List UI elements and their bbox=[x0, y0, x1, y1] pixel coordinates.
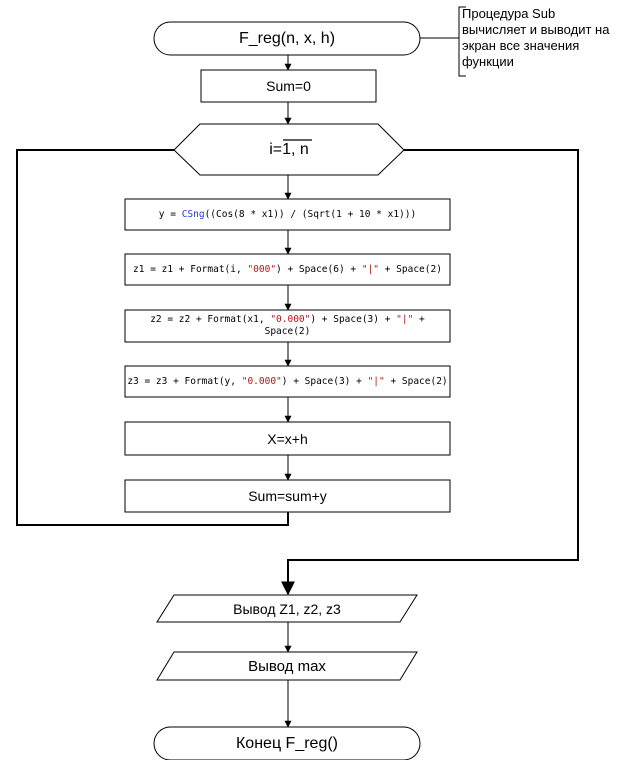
loop-range: 1, n bbox=[282, 140, 309, 158]
loop-prefix: i= bbox=[269, 140, 283, 158]
output-max-parallelogram bbox=[156, 651, 418, 681]
annotation-note: Процедура Sub вычисляет и выводит на экр… bbox=[462, 6, 610, 69]
start-label: F_reg(n, x, h) bbox=[238, 29, 336, 47]
loop-exit-line bbox=[281, 149, 579, 596]
step-x-label: X=x+h bbox=[267, 430, 308, 447]
loop-back-line bbox=[16, 149, 289, 526]
step-z1-label: z1 = z1 + Format(i, "000") + Space(6) + … bbox=[133, 263, 442, 275]
step-z2-label: z2 = z2 + Format(x1, "0.000") + Space(3)… bbox=[150, 314, 425, 337]
loop-label: i=1, n bbox=[200, 124, 378, 175]
note-bracket bbox=[458, 6, 466, 77]
step-sum-label: Sum=sum+y bbox=[248, 488, 327, 504]
step-z3-label: z3 = z3 + Format(y, "0.000") + Space(3) … bbox=[127, 375, 448, 387]
csng-keyword: CSng bbox=[181, 208, 205, 220]
init-label: Sum=0 bbox=[266, 78, 311, 94]
output-z-parallelogram bbox=[156, 594, 418, 623]
output-max-label: Вывод max bbox=[248, 657, 326, 675]
step-y-label: y = CSng((Cos(8 * x1)) / (Sqrt(1 + 10 * … bbox=[158, 208, 417, 220]
output-z-label: Вывод Z1, z2, z3 bbox=[233, 600, 341, 617]
end-label: Конец F_reg() bbox=[235, 734, 338, 752]
